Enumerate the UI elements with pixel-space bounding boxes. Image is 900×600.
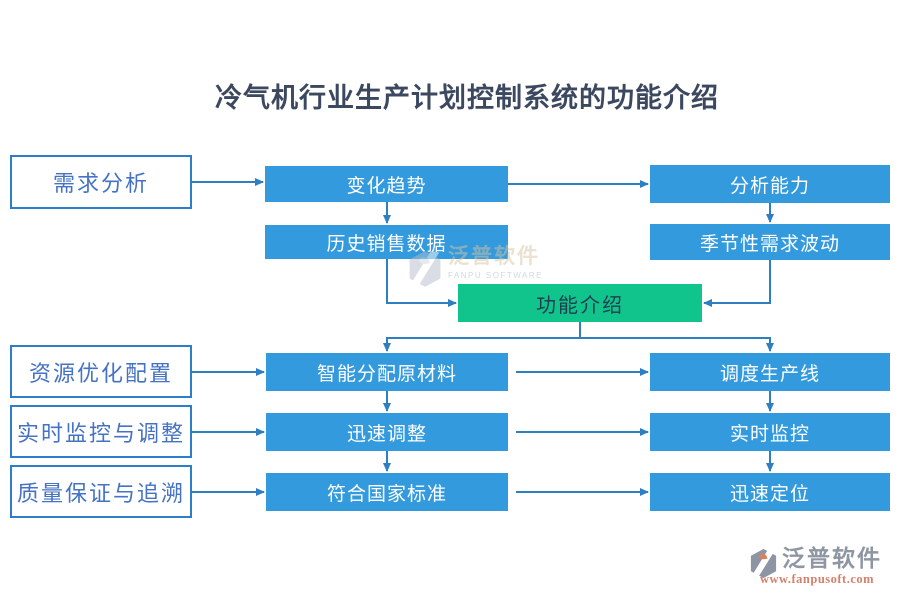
node-smart-material-allocation: 智能分配原材料 (266, 353, 508, 391)
node-realtime-monitoring-adjustment: 实时监控与调整 (10, 405, 192, 458)
node-resource-optimization: 资源优化配置 (10, 345, 192, 398)
node-historical-sales-data: 历史销售数据 (265, 225, 508, 259)
node-realtime-monitoring: 实时监控 (650, 413, 890, 451)
footer-brand-lockup: 泛普软件 www.fanpusoft.com (748, 547, 882, 587)
node-quality-assurance-traceability: 质量保证与追溯 (10, 465, 192, 518)
fanpu-logo-icon (750, 548, 777, 579)
node-function-introduction: 功能介绍 (458, 284, 702, 322)
node-change-trend: 变化趋势 (265, 166, 508, 202)
page-title: 冷气机行业生产计划控制系统的功能介绍 (215, 83, 719, 113)
node-demand-analysis: 需求分析 (10, 155, 192, 209)
elbow-history-to-intro (386, 259, 457, 307)
footer-url: www.fanpusoft.com (760, 572, 875, 586)
node-rapid-locating: 迅速定位 (650, 473, 890, 511)
node-national-standards-compliance: 符合国家标准 (266, 473, 508, 511)
node-production-line-dispatch: 调度生产线 (650, 353, 890, 391)
node-analysis-capability: 分析能力 (650, 165, 890, 203)
node-seasonal-demand-fluctuation: 季节性需求波动 (650, 224, 890, 260)
elbow-seasonal-to-intro (703, 260, 771, 307)
node-rapid-adjustment: 迅速调整 (266, 413, 508, 451)
footer-brand-name: 泛普软件 (782, 546, 882, 571)
